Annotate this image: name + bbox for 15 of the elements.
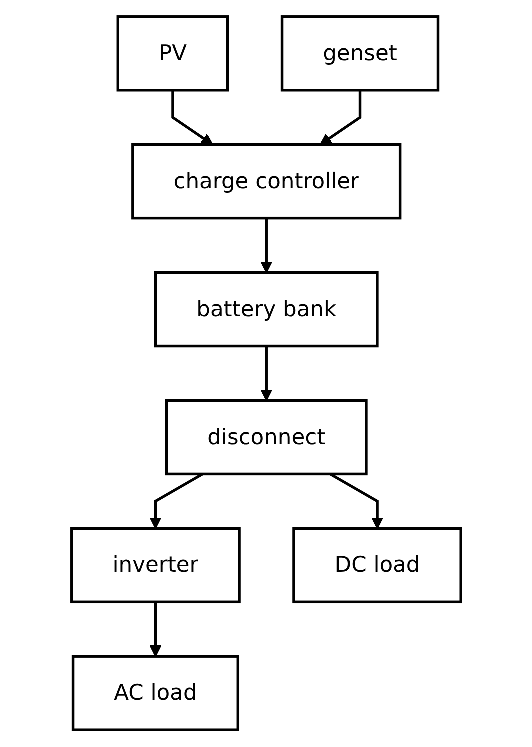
node-box: disconnect bbox=[164, 399, 368, 476]
arrow bbox=[149, 602, 162, 658]
arrow bbox=[319, 90, 362, 146]
arrow bbox=[260, 346, 272, 402]
node-box: inverter bbox=[70, 527, 240, 604]
node-box: charge controller bbox=[131, 143, 402, 220]
arrow bbox=[260, 218, 272, 274]
arrow bbox=[171, 90, 213, 146]
node-box: DC load bbox=[292, 527, 462, 604]
node-box: PV bbox=[116, 16, 229, 92]
node-box: battery bank bbox=[154, 271, 378, 348]
arrow bbox=[149, 473, 204, 530]
node-box: genset bbox=[280, 16, 440, 92]
arrow bbox=[329, 473, 384, 530]
node-box: AC load bbox=[71, 655, 239, 732]
